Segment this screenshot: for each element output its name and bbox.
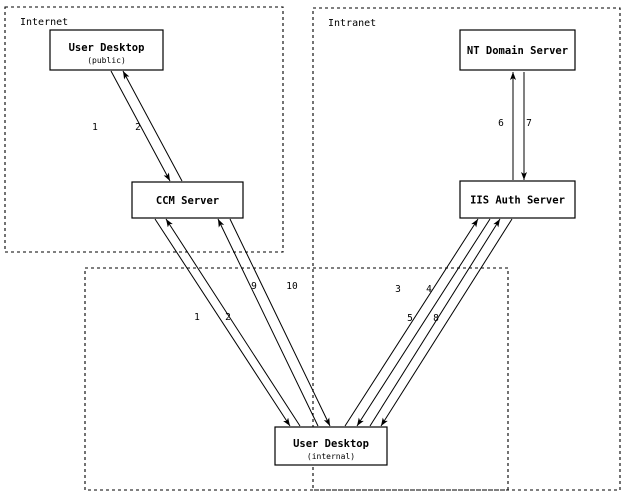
flow-step-label-1: 1 (92, 122, 98, 133)
flow-step-label-7: 7 (526, 118, 532, 129)
flow-arrow-1-ccm-server-to-user-desktop-internal (154, 218, 291, 427)
nodes-layer: User Desktop (public) CCM Server NT Domain … (49, 29, 576, 466)
flow-step-label-10: 10 (286, 281, 298, 292)
flow-arrow-9-user-desktop-internal-to-ccm-server (217, 218, 319, 427)
flow-step-label-8: 8 (433, 313, 439, 324)
zones-layer: Internet Intranet (4, 6, 621, 491)
zone-label-internet: Internet (20, 17, 68, 28)
node-title-user-desktop-public: User Desktop (69, 42, 145, 54)
zone-label-intranet: Intranet (328, 18, 376, 29)
flow-arrow-2-ccm-server-to-user-desktop-public (122, 70, 183, 182)
flow-arrow-3-user-desktop-internal-to-iis-auth-server (344, 218, 479, 427)
flow-step-label-5: 5 (407, 313, 413, 324)
zone-boundary-internet (4, 6, 284, 253)
node-iis-auth-server[interactable]: IIS Auth Server (459, 180, 576, 219)
node-title-ccm-server: CCM Server (156, 195, 219, 207)
zone-boundary-intranet (312, 7, 621, 491)
node-box-ccm-server[interactable] (131, 181, 244, 219)
node-ccm-server[interactable]: CCM Server (131, 181, 244, 219)
node-title-iis-auth-server: IIS Auth Server (470, 195, 565, 207)
flow-arrow-10-ccm-server-to-user-desktop-internal (229, 218, 331, 427)
flow-arrow-5-user-desktop-internal-to-iis-auth-server (369, 218, 501, 427)
node-box-nt-domain-server[interactable] (459, 29, 576, 71)
flow-step-label-6: 6 (498, 118, 504, 129)
node-subtitle-user-desktop-public: (public) (87, 56, 126, 65)
flow-step-label-2: 2 (135, 122, 141, 133)
node-user-desktop-public[interactable]: User Desktop (public) (49, 29, 164, 71)
flow-step-label-3: 3 (395, 284, 401, 295)
flow-step-label-2: 2 (225, 312, 231, 323)
node-title-nt-domain-server: NT Domain Server (467, 45, 568, 57)
flow-arrow-2-user-desktop-internal-to-ccm-server (165, 218, 301, 427)
flow-labels-layer: 1 2 1 2 9 10 3 4 5 8 6 7 (92, 118, 532, 324)
zone-boundary-internal (84, 267, 509, 491)
flow-arrow-8-iis-auth-server-to-user-desktop-internal (380, 218, 513, 427)
flow-step-label-9: 9 (251, 281, 257, 292)
flow-step-label-4: 4 (426, 284, 432, 295)
flow-arrow-4-iis-auth-server-to-user-desktop-internal (356, 218, 491, 427)
node-box-iis-auth-server[interactable] (459, 180, 576, 219)
flow-arrow-1-user-desktop-public-to-ccm-server (110, 70, 171, 182)
node-nt-domain-server[interactable]: NT Domain Server (459, 29, 576, 71)
node-title-user-desktop-internal: User Desktop (293, 438, 369, 450)
flows-layer (110, 70, 527, 427)
node-box-user-desktop-internal[interactable] (274, 426, 388, 466)
node-user-desktop-internal[interactable]: User Desktop (internal) (274, 426, 388, 466)
flow-step-label-1: 1 (194, 312, 200, 323)
node-subtitle-user-desktop-internal: (internal) (307, 452, 355, 461)
node-box-user-desktop-public[interactable] (49, 29, 164, 71)
